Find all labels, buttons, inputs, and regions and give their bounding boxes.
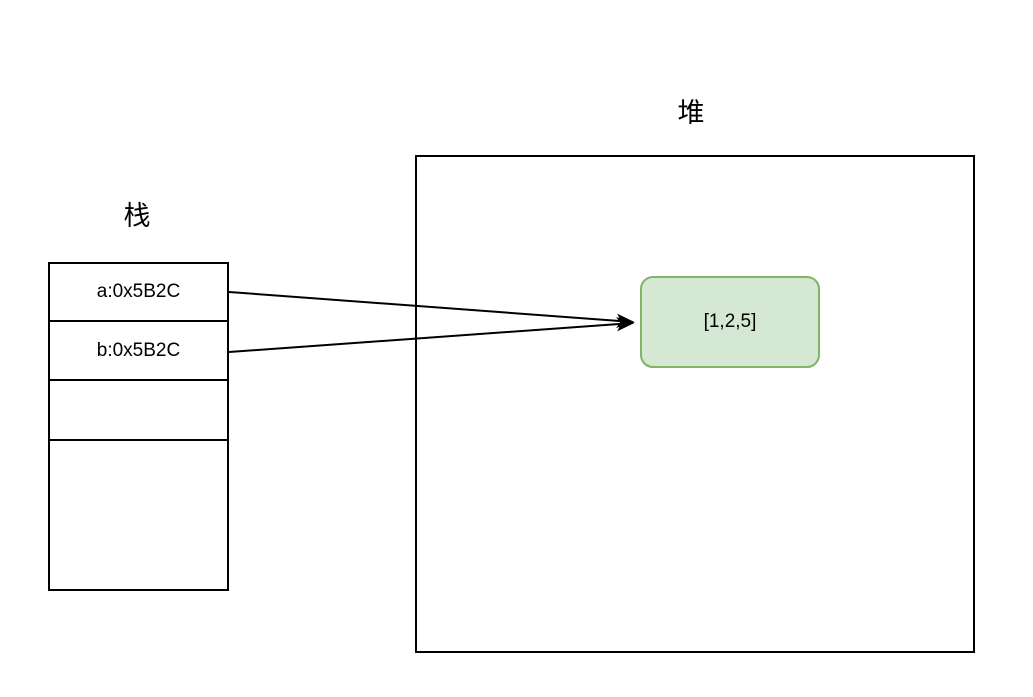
stack-cell-empty-2 [48, 439, 229, 591]
stack-cell-b-label: b:0x5B2C [96, 339, 181, 361]
heap-node-array-label: [1,2,5] [703, 311, 757, 332]
stack-cell-b: b:0x5B2C [48, 320, 229, 381]
stack-cell-a: a:0x5B2C [48, 262, 229, 322]
stack-title-label: 栈 [123, 201, 151, 231]
heap-node-array: [1,2,5] [640, 276, 820, 368]
heap-title-label: 堆 [677, 98, 705, 128]
stack-frame: a:0x5B2C b:0x5B2C [48, 262, 229, 591]
stack-cell-empty-1 [48, 379, 229, 441]
stack-cell-a-label: a:0x5B2C [96, 281, 181, 302]
heap-region-box [415, 155, 975, 653]
